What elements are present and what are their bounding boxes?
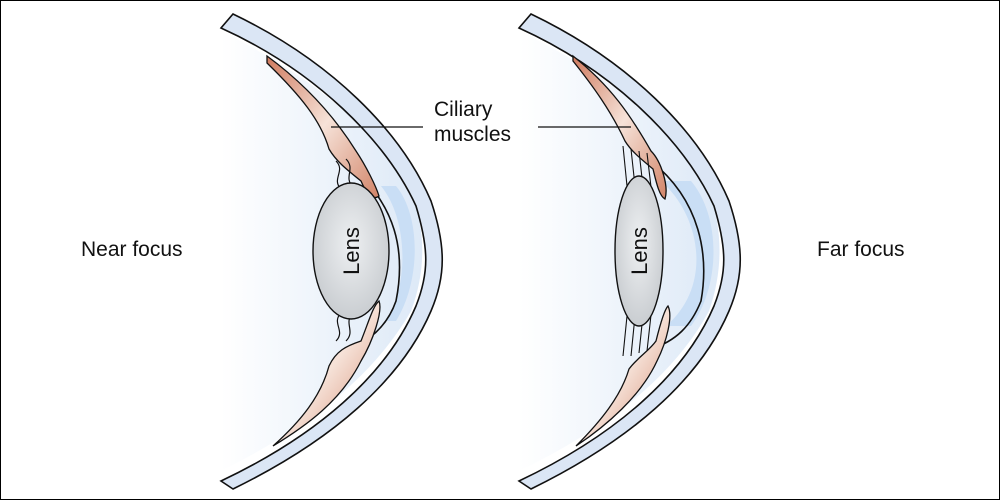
sclera-cornea (219, 13, 443, 490)
aqueous-chamber (381, 186, 415, 321)
aqueous-chamber (661, 181, 714, 326)
lens-near (312, 182, 390, 320)
far-focus-eye: Lens (517, 13, 741, 490)
ciliary-label-line1: Ciliary (434, 98, 493, 121)
ciliary-label-line2: muscles (434, 123, 512, 147)
lens-label-near: Lens (339, 227, 364, 275)
zonules-lower (622, 314, 652, 357)
far-focus-label: Far focus (817, 238, 905, 261)
ciliary-muscle-lower (575, 304, 671, 447)
lens-label-far: Lens (627, 227, 652, 275)
near-focus-eye: Lens (219, 13, 443, 490)
cornea-inner (650, 160, 705, 350)
near-focus-label: Near focus (81, 238, 183, 261)
ciliary-muscle-lower (272, 299, 381, 447)
sclera-cornea (517, 13, 741, 490)
ciliary-muscles-label: Ciliary muscles (434, 97, 511, 147)
lens-far (614, 175, 664, 327)
zonules-upper (622, 145, 652, 188)
